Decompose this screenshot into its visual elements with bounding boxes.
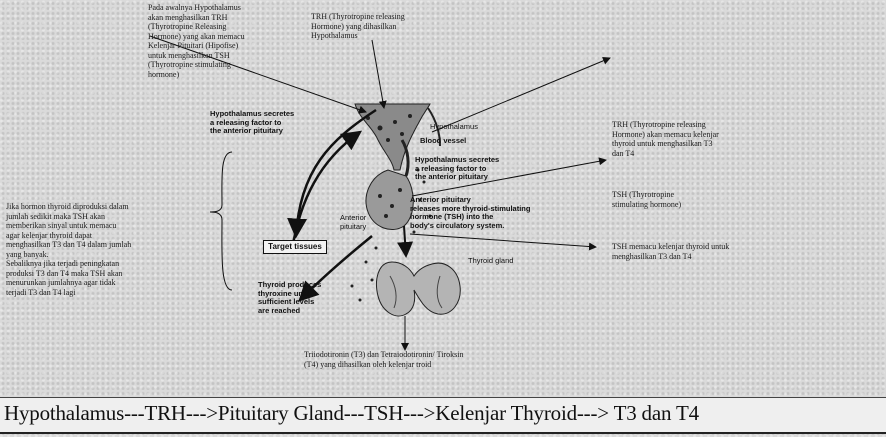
- note-tsh: TSH (Thyrotropine stimulating hormone): [612, 190, 742, 209]
- note-line: hormone): [148, 70, 278, 80]
- note-line: produksi T3 dan T4 maka TSH akan: [6, 269, 206, 279]
- note-line: menghasilkan T3 dan T4 dalam jumlah: [6, 240, 206, 250]
- note-trh-produced: TRH (Thyrotropine releasing Hormone) yan…: [311, 12, 441, 41]
- note-feedback-regulation: Jika hormon thyroid diproduksi dalam jum…: [6, 202, 206, 297]
- note-line: Hypothalamus: [311, 31, 441, 41]
- tsh-arrow: [404, 226, 406, 256]
- note-line: Jika hormon thyroid diproduksi dalam: [6, 202, 206, 212]
- note-t3-t4: Triiodotironin (T3) dan Tetraiodotironin…: [304, 350, 544, 369]
- label-thyroid-produces: Thyroid produces thyroxine until suffici…: [258, 281, 321, 315]
- label-anterior-pituitary-releases: Anterior pituitary releases more thyroid…: [410, 196, 530, 230]
- label-hypothalamus-secretes-1: Hypothalamus secretes a releasing factor…: [210, 110, 294, 136]
- label-target-tissues: Target tissues: [263, 240, 327, 254]
- label-hypothalamus-secretes-2: Hypothalamus secretes a releasing factor…: [415, 156, 499, 182]
- note-line: agar kelenjar thyroid dapat: [6, 231, 206, 241]
- note-line: (Thyrotropine stimulating: [148, 60, 278, 70]
- note-line: TRH (Thyrotropine releasing: [612, 120, 762, 130]
- label-line: pituitary: [340, 223, 366, 232]
- note-line: yang banyak.: [6, 250, 206, 260]
- label-anterior-pituitary: Anterior pituitary: [340, 214, 366, 231]
- note-line: Hormone) yang dihasilkan: [311, 22, 441, 32]
- note-line: dan T4: [612, 149, 762, 159]
- label-hypothalamus: Hypothalamus: [430, 123, 478, 132]
- flow-summary-text: Hypothalamus---TRH--->Pituitary Gland---…: [4, 400, 699, 426]
- note-trh-stimulates: TRH (Thyrotropine releasing Hormone) aka…: [612, 120, 762, 158]
- note-line: (T4) yang dihasilkan oleh kelenjar troid: [304, 360, 544, 370]
- note-line: akan menghasilkan TRH: [148, 13, 278, 23]
- pituitary-gland: [366, 170, 413, 230]
- note-line: stimulating hormone): [612, 200, 742, 210]
- note-line: TRH (Thyrotropine releasing: [311, 12, 441, 22]
- note-line: memberikan sinyal untuk memacu: [6, 221, 206, 231]
- note-line: jumlah sedikit maka TSH akan: [6, 212, 206, 222]
- label-line: the anterior pituitary: [210, 127, 294, 136]
- note-line: terjadi T3 dan T4 lagi: [6, 288, 206, 298]
- note-hypothalamus-trh: Pada awalnya Hypothalamus akan menghasil…: [148, 3, 278, 79]
- note-line: untuk menghasilkan TSH: [148, 51, 278, 61]
- note-line: Hormone) yang akan memacu: [148, 32, 278, 42]
- note-line: Pada awalnya Hypothalamus: [148, 3, 278, 13]
- note-line: Hormone) akan memacu kelenjar: [612, 130, 762, 140]
- note-line: Kelenjar Pituitari (Hipofise): [148, 41, 278, 51]
- feedback-arrow-3: [292, 132, 360, 250]
- label-blood-vessel: Blood vessel: [420, 137, 466, 146]
- label-line: are reached: [258, 307, 321, 316]
- note-line: TSH memacu kelenjar thyroid untuk: [612, 242, 782, 252]
- note-line: menghasilkan T3 dan T4: [612, 252, 782, 262]
- label-line: body's circulatory system.: [410, 222, 530, 231]
- label-thyroid-gland: Thyroid gland: [468, 257, 513, 266]
- note-line: (Thyrotropine Releasing: [148, 22, 278, 32]
- note-line: menurunkan jumlahnya agar tidak: [6, 278, 206, 288]
- label-line: the anterior pituitary: [415, 173, 499, 182]
- note-line: Sebaliknya jika terjadi peningkatan: [6, 259, 206, 269]
- thyroid-gland: [377, 262, 461, 316]
- note-tsh-stimulates: TSH memacu kelenjar thyroid untuk mengha…: [612, 242, 782, 261]
- note-line: thyroid untuk menghasilkan T3: [612, 139, 762, 149]
- note-line: Triiodotironin (T3) dan Tetraiodotironin…: [304, 350, 544, 360]
- note-line: TSH (Thyrotropine: [612, 190, 742, 200]
